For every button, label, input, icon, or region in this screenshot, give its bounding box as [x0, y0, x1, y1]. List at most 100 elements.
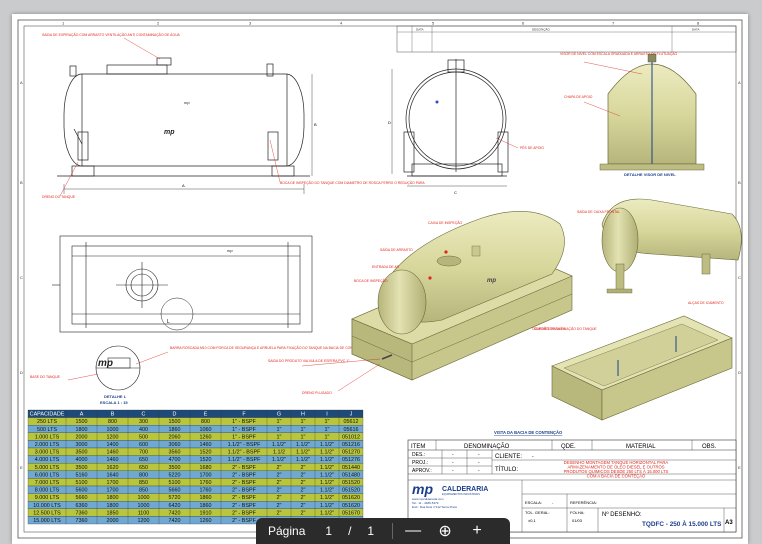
table-cell: 7420: [169, 518, 181, 524]
svg-text:CONEXÃO DE SAÍDA: CONEXÃO DE SAÍDA: [532, 326, 566, 331]
table-header-cell: CAPACIDADE: [30, 412, 65, 418]
revision-block: DATA DESCRIÇÃO DATA: [396, 25, 737, 53]
table-cell: 1200: [138, 518, 150, 524]
table-cell: 1460: [107, 450, 119, 456]
table-cell: 500 LTS: [37, 427, 57, 433]
table-cell: 1.1/2": [320, 488, 334, 494]
table-cell: 800: [201, 419, 210, 425]
table-header-cell: B: [111, 412, 115, 418]
svg-text:SAIDA DO PRODUTO VALVULA DE ES: SAIDA DO PRODUTO VALVULA DE ESFERA PVC 1…: [268, 359, 350, 363]
table-cell: 1.1/2": [272, 442, 286, 448]
table-header-cell: D: [173, 412, 177, 418]
svg-text:APROV.:: APROV.:: [412, 468, 432, 474]
table-cell: 2060: [169, 434, 181, 440]
table-cell: 2": [277, 495, 282, 501]
svg-text:6: 6: [522, 21, 525, 26]
table-cell: 9.000 LTS: [35, 495, 60, 501]
table-cell: 15.000 LTS: [33, 518, 61, 524]
svg-text:1: 1: [62, 21, 65, 26]
table-cell: 2" - BSPF: [232, 510, 256, 516]
svg-text:EQUIPAMENTOS INDUSTRIAIS: EQUIPAMENTOS INDUSTRIAIS: [442, 492, 480, 496]
svg-text:REFERÊNCIA:: REFERÊNCIA:: [570, 500, 597, 505]
table-cell: 5100: [76, 480, 88, 486]
table-cell: 1": [277, 419, 282, 425]
table-cell: 1500: [76, 419, 88, 425]
table-cell: 400: [139, 427, 148, 433]
table-cell: 1.1/2": [296, 450, 310, 456]
table-cell: 1800: [76, 427, 88, 433]
table-cell: 1.1/2": [320, 450, 334, 456]
table-cell: 8.000 LTS: [35, 488, 60, 494]
table-cell: 1260: [200, 434, 212, 440]
svg-text:mp: mp: [487, 278, 496, 284]
zoom-in-button[interactable]: +: [472, 522, 482, 539]
table-cell: 7360: [76, 518, 88, 524]
table-cell: 7420: [169, 510, 181, 516]
table-cell: 1.1/2: [273, 450, 285, 456]
table-cell: 3.000 LTS: [35, 450, 60, 456]
iso-tank-small: [601, 198, 742, 294]
table-cell: 3060: [169, 442, 181, 448]
table-header-cell: J: [350, 412, 353, 418]
zoom-reset-button[interactable]: ⊕: [438, 523, 452, 540]
table-cell: 1.1/2": [320, 495, 334, 501]
svg-text:D: D: [738, 370, 741, 375]
table-cell: 3500: [169, 465, 181, 471]
table-cell: 2" - BSPF: [232, 488, 256, 494]
table-cell: 650: [139, 457, 148, 463]
svg-text:2: 2: [157, 21, 160, 26]
svg-text:BARRA ROSCADA M10 COM PORCA DE: BARRA ROSCADA M10 COM PORCA DE SEGURANÇA…: [170, 345, 367, 350]
svg-text:DES.:: DES.:: [412, 452, 425, 458]
svg-text:5: 5: [432, 21, 435, 26]
svg-text:ENTRADA DE AR: ENTRADA DE AR: [372, 265, 400, 269]
table-cell: 2" - BSPF: [232, 465, 256, 471]
table-cell: 800: [108, 419, 117, 425]
svg-text:DESCRIÇÃO: DESCRIÇÃO: [532, 27, 551, 32]
table-cell: 6420: [169, 503, 181, 509]
table-cell: 1700: [107, 480, 119, 486]
vista-bacia-title: VISTA DA BACIA DE CONTENÇÃO: [494, 430, 563, 435]
table-header-cell: A: [80, 412, 84, 418]
table-cell: 1860: [169, 427, 181, 433]
svg-text:ESCALA 1 : 15: ESCALA 1 : 15: [100, 400, 128, 405]
svg-text:C: C: [454, 190, 457, 195]
svg-text:OBS.: OBS.: [702, 444, 717, 450]
table-cell: 051520: [342, 488, 360, 494]
table-cell: 1.1/2" - BSPF: [228, 450, 261, 456]
table-cell: 1620: [107, 465, 119, 471]
svg-text:MATERIAL: MATERIAL: [626, 444, 656, 450]
table-cell: 051216: [342, 442, 360, 448]
svg-text:PRODUTOS QUIMICOS DESDE 250 LT: PRODUTOS QUIMICOS DESDE 250 LTS À 15.000…: [564, 469, 669, 474]
current-page-input[interactable]: 1: [325, 524, 333, 538]
table-cell: 10.000 LTS: [33, 503, 61, 509]
table-cell: 1.1/2": [296, 457, 310, 463]
drawing-sheet: 1 2 3 4 5 6 7 8 A B C D E A B C D E: [12, 14, 748, 544]
table-cell: 2": [301, 503, 306, 509]
table-cell: 700: [139, 450, 148, 456]
svg-text:PROJ.:: PROJ.:: [412, 460, 428, 466]
svg-text:E: E: [738, 465, 741, 470]
zoom-out-button[interactable]: —: [405, 522, 422, 539]
table-cell: 5220: [169, 472, 181, 478]
table-cell: 1000: [138, 503, 150, 509]
table-cell: 2": [277, 510, 282, 516]
table-cell: 4000: [76, 457, 88, 463]
svg-text:BASE DO TANQUE: BASE DO TANQUE: [30, 375, 61, 379]
toolbar-divider: [392, 523, 394, 539]
svg-text:7: 7: [612, 21, 615, 26]
svg-text:ALÇAS DE ICAMENTO: ALÇAS DE ICAMENTO: [688, 301, 724, 305]
table-cell: 2" - BSPF: [232, 503, 256, 509]
svg-text:A: A: [182, 183, 185, 188]
table-cell: 5600: [76, 488, 88, 494]
table-cell: 1.1/2": [320, 457, 334, 463]
svg-text:PÉS DE APOIO: PÉS DE APOIO: [520, 145, 544, 150]
table-cell: 1": [301, 434, 306, 440]
svg-text:DETALHE L: DETALHE L: [104, 394, 127, 399]
svg-text:COM A BACIA DE CONTEÇÃO: COM A BACIA DE CONTEÇÃO: [587, 474, 646, 479]
table-cell: 250 LTS: [37, 419, 57, 425]
table-cell: 1": [301, 419, 306, 425]
front-view: [391, 59, 509, 187]
svg-text:SUPORTE PARA FIXAÇÃO DO TANQUE: SUPORTE PARA FIXAÇÃO DO TANQUE: [534, 326, 597, 331]
svg-text:D: D: [20, 370, 23, 375]
svg-text:D: D: [388, 120, 391, 125]
